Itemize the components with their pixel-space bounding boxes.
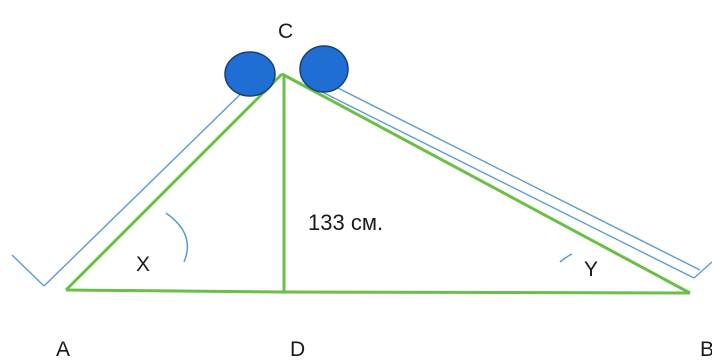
guide-left-inner [43, 81, 254, 287]
guide-left-outer [11, 254, 45, 287]
ball-left [224, 51, 276, 97]
side-CB [281, 72, 691, 295]
guide-right-cap [693, 261, 712, 279]
angle-y-arc [559, 253, 573, 263]
vertex-label-a: A [56, 338, 70, 360]
triangle [64, 72, 691, 295]
height-measurement: 133 см. [308, 210, 383, 235]
guide-right-bottom [317, 89, 695, 279]
vertex-label-b: B [700, 338, 712, 360]
base-DB [283, 290, 691, 295]
guide-lines [11, 79, 712, 287]
side-AC [64, 72, 284, 292]
angle-label-x: X [136, 253, 150, 276]
guide-right-top [321, 79, 701, 271]
vertex-label-d: D [290, 338, 305, 360]
angle-label-y: Y [584, 258, 598, 281]
vertex-label-c: C [278, 20, 293, 43]
ball-right [299, 45, 349, 93]
base-AD [65, 288, 285, 294]
angle-x-arc [165, 212, 189, 263]
